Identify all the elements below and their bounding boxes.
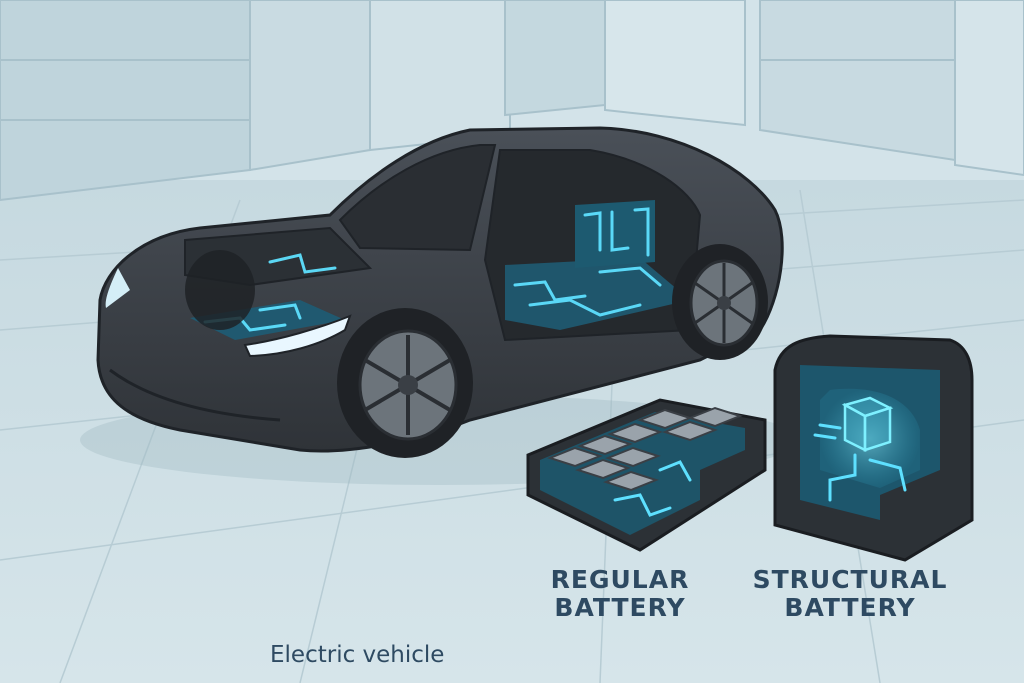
regular-battery-label-line2: BATTERY [554, 592, 686, 622]
regular-battery-pack-illustration [526, 398, 767, 552]
structural-battery-label-line2: BATTERY [784, 592, 916, 622]
rear-wheel [672, 244, 768, 360]
regular-battery-label: REGULAR BATTERY [540, 566, 700, 621]
regular-battery-label-line1: REGULAR [550, 565, 690, 594]
structural-battery-label: STRUCTURAL BATTERY [740, 566, 960, 621]
electric-vehicle-label: Electric vehicle [270, 642, 445, 668]
structural-battery-label-line1: STRUCTURAL [752, 565, 948, 594]
structural-battery-illustration [773, 334, 974, 562]
front-wheel [337, 308, 473, 458]
